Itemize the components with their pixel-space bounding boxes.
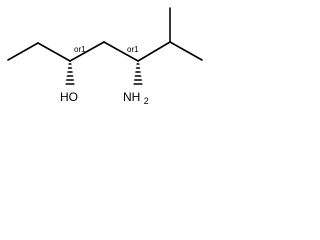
bond-c6-c7 <box>169 41 203 61</box>
stereo-label-c3: or1 <box>74 45 86 54</box>
bond-c1-c2 <box>7 42 39 61</box>
atom-label-amine-main: NH <box>123 90 140 104</box>
bond-c2-c3 <box>37 42 71 62</box>
bond-set <box>7 7 203 62</box>
atom-label-amine-subscript: 2 <box>144 96 149 106</box>
bond-c3-c4 <box>69 41 105 62</box>
bond-c4-c5 <box>103 41 139 62</box>
atom-label-amine: NH 2 <box>123 90 149 106</box>
hashed-wedge-c3-oh <box>65 63 75 85</box>
stereo-label-c5: or1 <box>127 45 139 54</box>
hashed-wedge-c5-nh2 <box>133 63 143 85</box>
skeletal-structure-diagram: or1 or1 HO NH 2 <box>7 7 203 106</box>
atom-label-hydroxyl: HO <box>60 90 78 104</box>
bond-c5-c6 <box>137 41 171 62</box>
